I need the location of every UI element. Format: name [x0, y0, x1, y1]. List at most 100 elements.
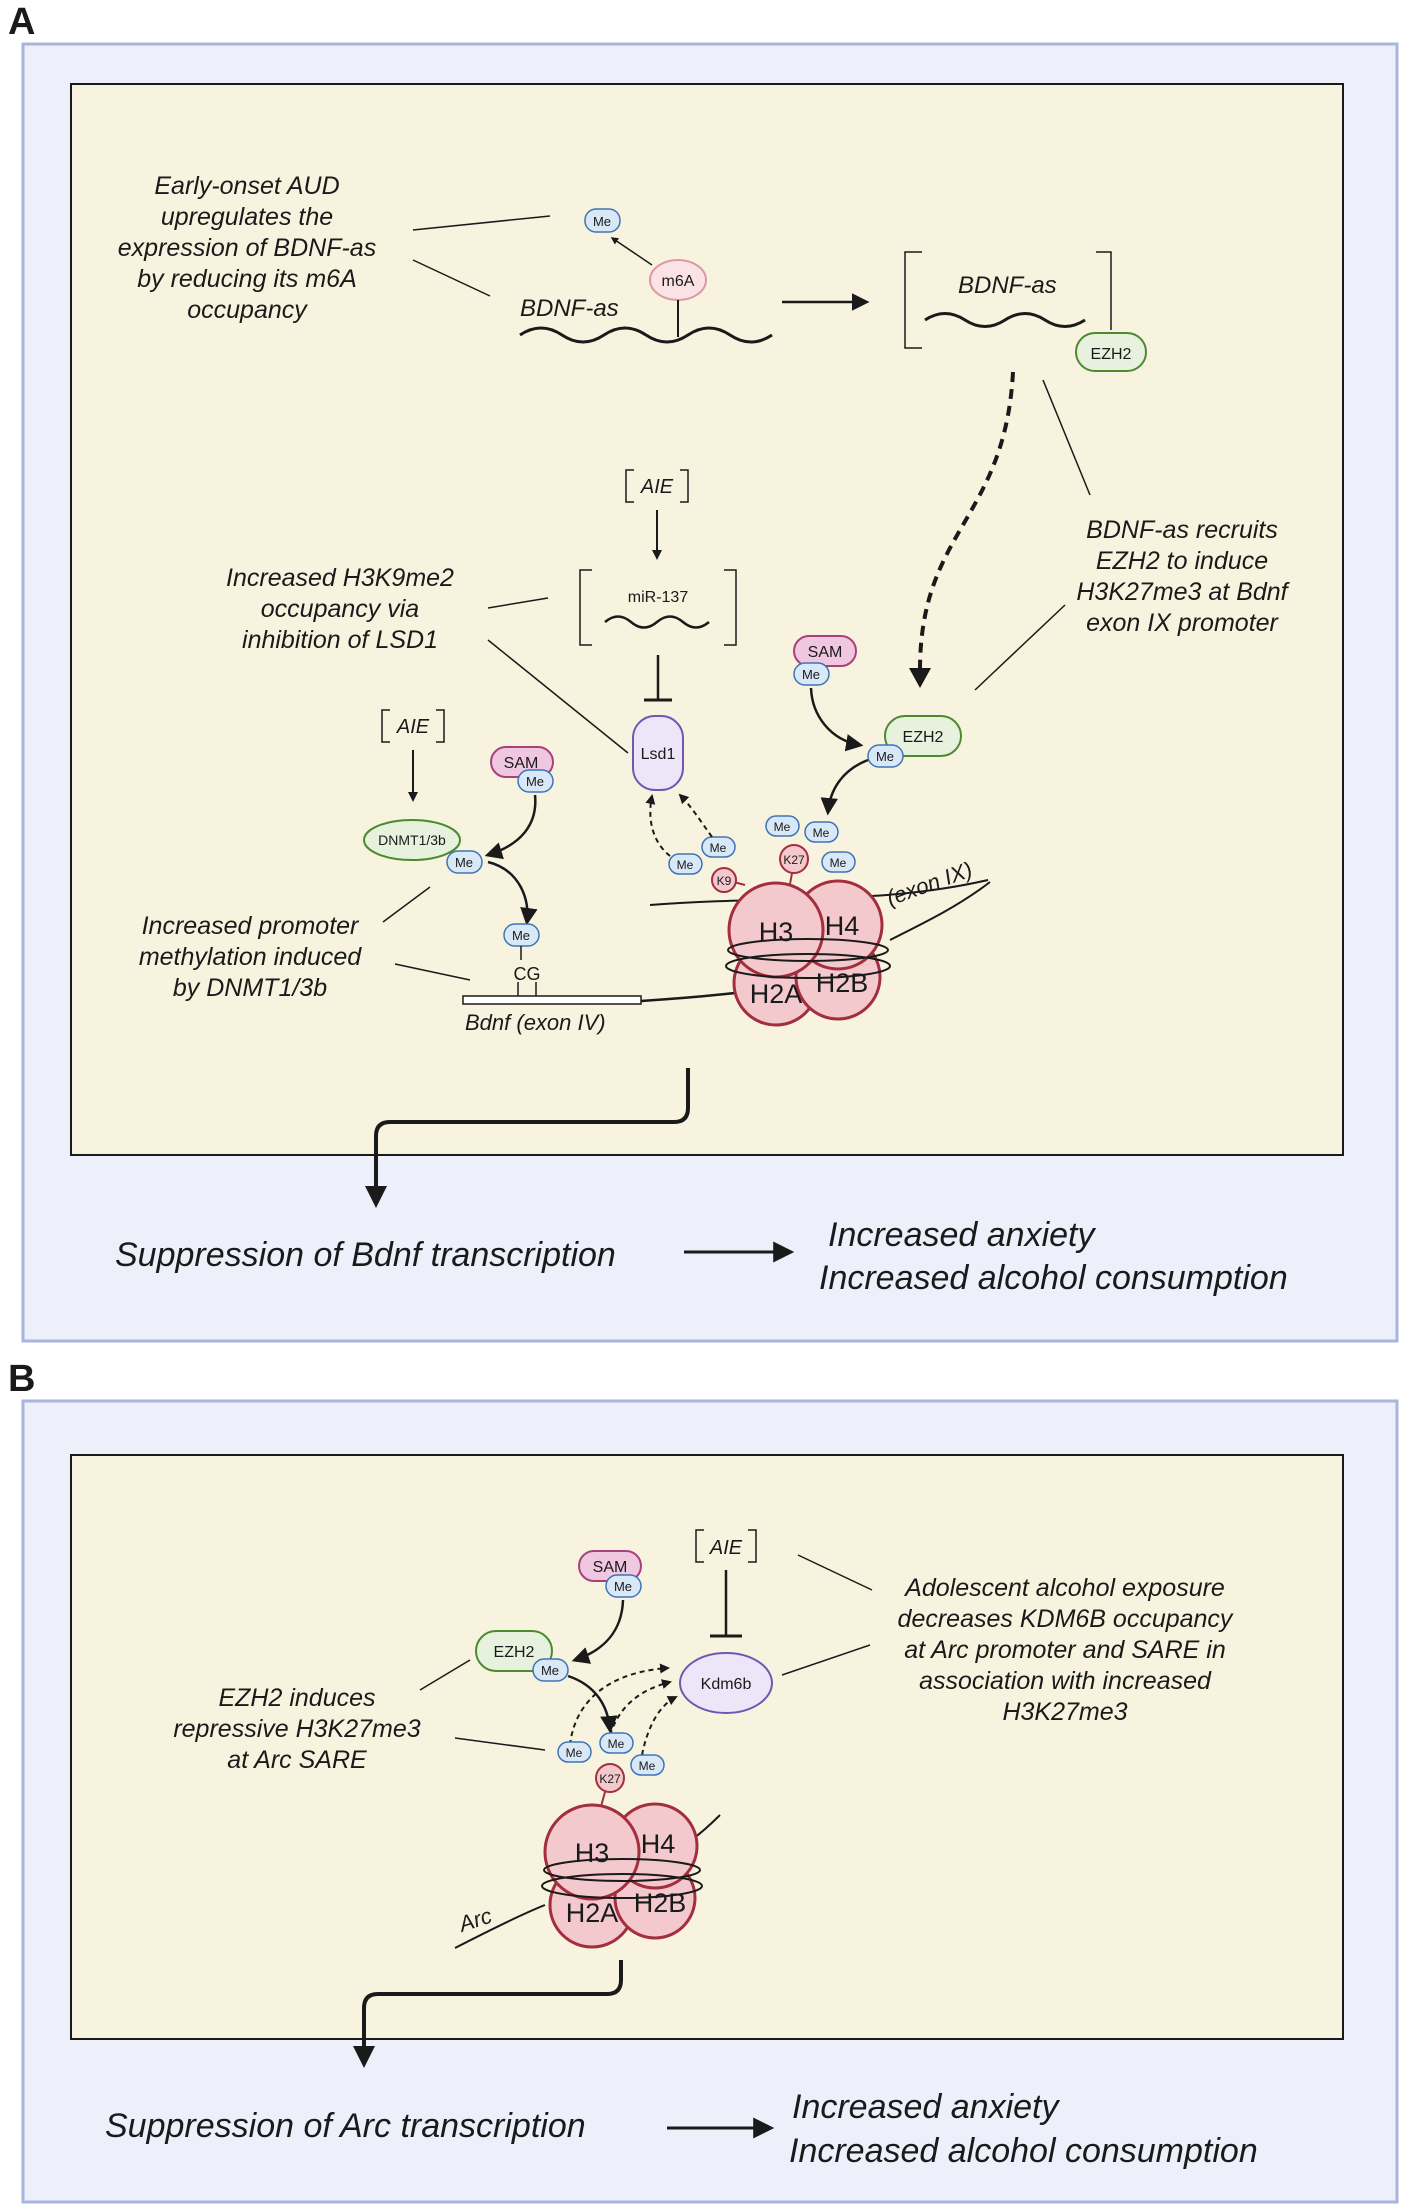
me-group [532, 1658, 569, 1682]
note-ezh2: EZH2 induces repressive H3K27me3 at Arc … [173, 1684, 420, 1774]
outcome-anxiety: Increased anxiety [828, 1216, 1096, 1254]
note-h3k9-line: Increased H3K9me2 [226, 564, 454, 592]
note-aud-line: expression of BDNF-as [118, 234, 376, 262]
bracket [748, 1529, 757, 1563]
dna-wrap [725, 953, 891, 979]
note-adol-line: at Arc promoter and SARE in [904, 1636, 1225, 1664]
pointer-line [974, 604, 1066, 691]
note-recruit-line: exon IX promoter [1086, 609, 1279, 637]
arrowhead [909, 668, 931, 688]
histone-h3 [543, 1803, 641, 1901]
panel-b-inner-box [70, 1454, 1344, 2040]
ezh2-label: EZH2 [903, 729, 944, 746]
me-group [867, 744, 904, 768]
pointer-line [781, 1644, 871, 1676]
me-group [668, 853, 703, 875]
me-label: Me [774, 820, 791, 834]
arrowhead [353, 2046, 375, 2068]
outcome-anxiety: Increased anxiety [792, 2088, 1060, 2126]
me-group [557, 1741, 592, 1763]
mir137-label: miR-137 [628, 589, 689, 606]
bracket [436, 709, 445, 743]
bracket [680, 469, 689, 503]
me-group [630, 1754, 665, 1776]
note-promoter-line: Increased promoter [142, 912, 360, 940]
panel-a-inner-box [70, 83, 1344, 1156]
note-aud-line: Early-onset AUD [154, 172, 339, 200]
me-label: Me [677, 858, 694, 872]
note-adol-line: Adolescent alcohol exposure [903, 1574, 1225, 1602]
nucleosome: H3 H4 H2A H2B [541, 1802, 703, 1949]
me-label: Me [541, 1663, 559, 1678]
me-group [765, 815, 800, 837]
note-recruit-line: EZH2 to induce [1096, 547, 1268, 575]
me-label: Me [710, 841, 727, 855]
note-adolescent: Adolescent alcohol exposure decreases KD… [898, 1574, 1234, 1726]
ezh2-label: EZH2 [1091, 346, 1132, 363]
note-h3k9: Increased H3K9me2 occupancy via inhibiti… [226, 564, 454, 654]
dashed-arrow [641, 1696, 678, 1756]
me-group [701, 836, 736, 858]
m6a-label: m6A [662, 273, 695, 290]
k27-label: K27 [599, 1772, 621, 1786]
me-group [605, 1574, 642, 1598]
bracket [904, 251, 922, 349]
outcome-alcohol: Increased alcohol consumption [819, 1259, 1288, 1297]
arrow-path [374, 1068, 690, 1190]
note-h3k9-line: inhibition of LSD1 [242, 626, 438, 654]
me-label: Me [526, 774, 544, 789]
me-label: Me [876, 749, 894, 764]
dnmt-label: DNMT1/3b [378, 832, 446, 848]
me-label: Me [593, 214, 611, 229]
dna-strand [454, 1904, 546, 1949]
pointer-line [797, 1554, 873, 1591]
me-group [517, 769, 554, 793]
dna-strand [889, 881, 991, 941]
bracket [724, 569, 737, 646]
note-aud-line: by reducing its m6A [137, 265, 357, 293]
kdm6b-protein [679, 1652, 773, 1714]
arrow [809, 687, 864, 752]
arrow [567, 1674, 618, 1734]
dashed-arrow [569, 1663, 670, 1746]
lsd1-protein [632, 715, 684, 791]
bracket [381, 709, 390, 743]
me-label: Me [455, 855, 473, 870]
note-recruit-line: H3K27me3 at Bdnf [1076, 578, 1290, 606]
dashed-arrow [678, 793, 713, 838]
note-aud: Early-onset AUD upregulates the expressi… [118, 172, 376, 324]
bdnf-exon-iv-box [462, 995, 642, 1005]
arrow [820, 758, 869, 816]
h4-label: H4 [825, 911, 860, 941]
h4-label: H4 [641, 1829, 676, 1859]
dashed-arrow [918, 371, 1015, 671]
pointer-line [454, 1737, 546, 1751]
pointer-line [412, 215, 551, 231]
bdnf-exon-label: Bdnf (exon IV) [465, 1010, 606, 1035]
h2b-label: H2B [634, 1888, 687, 1918]
lsd1-label: Lsd1 [641, 746, 676, 763]
k27-residue [595, 1763, 625, 1793]
me-group [446, 850, 483, 874]
ezh2-protein [884, 715, 962, 757]
note-adol-line: H3K27me3 [1002, 1698, 1127, 1726]
arrow [610, 237, 653, 266]
note-adol-line: decreases KDM6B occupancy [898, 1605, 1234, 1633]
arrowhead [365, 1186, 387, 1208]
arrow [484, 794, 537, 860]
mir137-rna [604, 615, 710, 629]
outcome-suppression: Suppression of Bdnf transcription [115, 1236, 616, 1274]
dna-wrap [543, 1858, 701, 1882]
me-label: Me [566, 1746, 583, 1760]
me-label: Me [802, 667, 820, 682]
arrow [571, 1599, 625, 1664]
aie-label: AIE [640, 476, 674, 498]
bracket [625, 469, 634, 503]
outcome-suppression: Suppression of Arc transcription [105, 2107, 586, 2145]
h3-label: H3 [759, 917, 794, 947]
sam-label: SAM [504, 755, 539, 772]
dashed-arrow [609, 1679, 672, 1736]
bdnf-as-label: BDNF-as [520, 295, 619, 322]
h2a-label: H2A [750, 979, 803, 1009]
me-group [584, 208, 621, 233]
